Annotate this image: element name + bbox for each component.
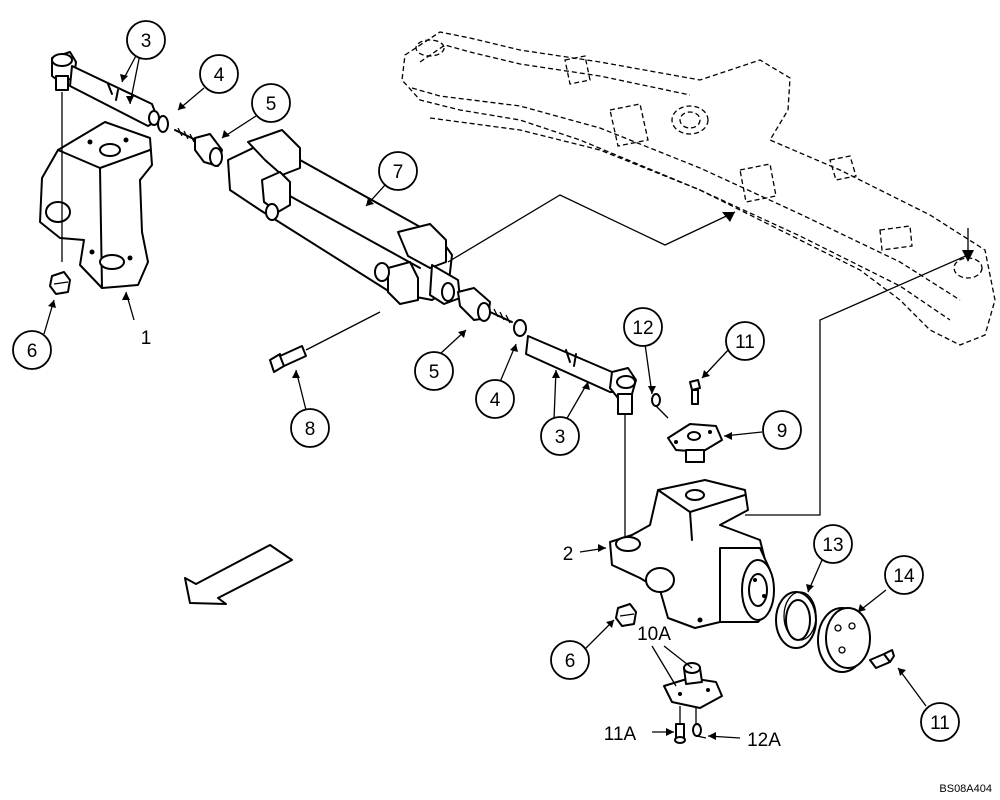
callout-11-bottom: 11 (920, 702, 960, 742)
steering-knuckle-right (609, 479, 775, 629)
callout-5-bottom: 5 (414, 351, 454, 391)
callout-label: 5 (266, 94, 277, 115)
callout-12-top: 12 (623, 307, 663, 347)
callout-1: 1 (141, 328, 152, 349)
bolt-11-upper (689, 379, 701, 405)
callout-label: 1 (141, 328, 152, 349)
direction-arrow-icon (184, 544, 293, 605)
callout-5-top: 5 (251, 83, 291, 123)
callout-label: 7 (393, 162, 404, 183)
steering-cylinder (227, 129, 461, 305)
ball-joint-left (174, 127, 223, 167)
callout-label: 3 (555, 427, 566, 448)
callout-label: 11A (604, 724, 637, 745)
seal-13 (775, 591, 817, 649)
callout-label: 4 (214, 65, 225, 86)
lower-pivot-cap-10A (663, 662, 723, 724)
callout-label: 6 (565, 651, 576, 672)
callout-label: 12A (747, 730, 781, 751)
ball-joint-right (457, 287, 513, 324)
callout-label: 13 (822, 535, 843, 556)
callout-8: 8 (290, 408, 330, 448)
callout-label: 8 (305, 419, 316, 440)
callout-6-left: 6 (12, 330, 52, 370)
callout-label: 11 (930, 713, 950, 734)
callout-12A: 12A (747, 730, 781, 751)
callout-10A: 10A (637, 624, 671, 645)
callout-4-top: 4 (199, 54, 239, 94)
cylinder-to-axle-leader (447, 194, 736, 263)
callout-label: 3 (141, 31, 152, 52)
tie-rod-right (525, 335, 637, 540)
grease-fitting-12A (692, 723, 707, 739)
callout-4-bottom: 4 (475, 379, 515, 419)
bolt-11-lower (869, 649, 895, 669)
pivot-cap-9 (667, 423, 723, 463)
callout-3-top: 3 (126, 20, 166, 60)
callout-6-right: 6 (550, 640, 590, 680)
callout-13: 13 (813, 524, 853, 564)
nut-right (615, 603, 637, 627)
callout-label: 6 (27, 341, 38, 362)
callout-leaders (43, 51, 927, 740)
callout-2: 2 (563, 544, 574, 565)
tie-rod-end-left (51, 51, 160, 127)
bolt-8 (269, 311, 381, 373)
callout-label: 9 (777, 421, 788, 442)
callout-3-bottom: 3 (540, 416, 580, 456)
callout-label: 14 (893, 566, 915, 587)
knuckle-to-axle-leader (745, 228, 969, 516)
axle-housing-outline (401, 31, 996, 346)
callout-label: 12 (632, 318, 653, 339)
callout-11-top: 11 (725, 321, 765, 361)
steering-knuckle-left (39, 92, 153, 289)
bolt-11A (674, 723, 686, 744)
callout-label: 5 (429, 362, 440, 383)
reference-code: BS08A404 (939, 783, 992, 795)
callout-label: 10A (637, 624, 671, 645)
jam-nut-left (157, 115, 169, 133)
callout-11A: 11A (604, 724, 637, 745)
callout-14: 14 (884, 555, 924, 595)
hub-cap-14 (817, 607, 871, 673)
callout-label: 2 (563, 544, 574, 565)
jam-nut-right (513, 319, 527, 337)
callout-label: 4 (490, 390, 501, 411)
callout-7: 7 (378, 151, 418, 191)
grease-fitting-12 (651, 393, 669, 419)
nut-left (49, 271, 71, 295)
callout-label: 11 (735, 332, 755, 353)
callout-9: 9 (762, 410, 802, 450)
